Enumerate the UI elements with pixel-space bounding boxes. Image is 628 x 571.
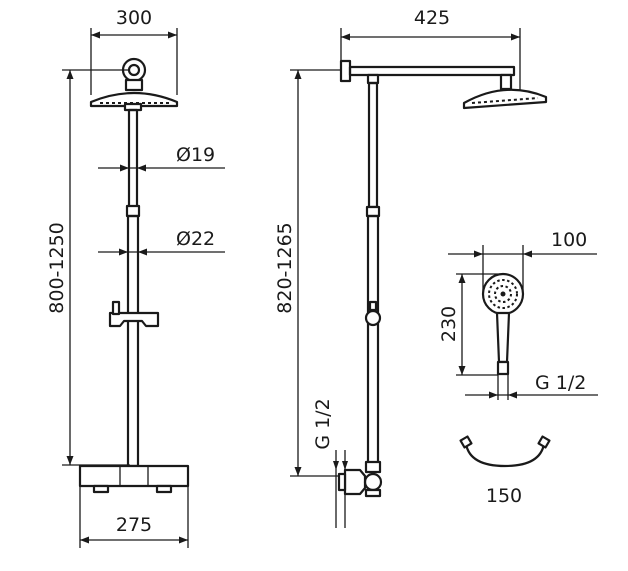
dim-arm-length: 425 bbox=[414, 7, 450, 29]
shower-hose bbox=[464, 442, 546, 468]
dim-upper-pipe: Ø19 bbox=[176, 144, 215, 166]
hose-view: 150 bbox=[459, 435, 551, 507]
slide-holder bbox=[108, 311, 160, 328]
dim-inlet-thread: G 1/2 bbox=[312, 398, 334, 449]
dim-head-width: 300 bbox=[116, 7, 152, 29]
hand-shower-view: 100 230 G 1/2 bbox=[438, 229, 598, 400]
side-shower-head bbox=[462, 88, 548, 110]
dim-hand-length: 230 bbox=[438, 306, 460, 342]
dim-height-left: 800-1250 bbox=[46, 222, 68, 313]
dim-hose-length: 150 bbox=[486, 485, 522, 507]
dim-height-right: 820-1265 bbox=[274, 222, 296, 313]
thermostatic-mixer bbox=[78, 464, 190, 488]
dim-hand-width: 100 bbox=[551, 229, 587, 251]
dim-mixer-width: 275 bbox=[116, 514, 152, 536]
dim-lower-pipe: Ø22 bbox=[176, 228, 215, 250]
dim-hand-thread: G 1/2 bbox=[535, 372, 586, 394]
front-view: 300 800-1250 Ø19 Ø22 bbox=[46, 7, 225, 548]
side-view: 425 820-1265 G 1/ bbox=[274, 7, 548, 528]
